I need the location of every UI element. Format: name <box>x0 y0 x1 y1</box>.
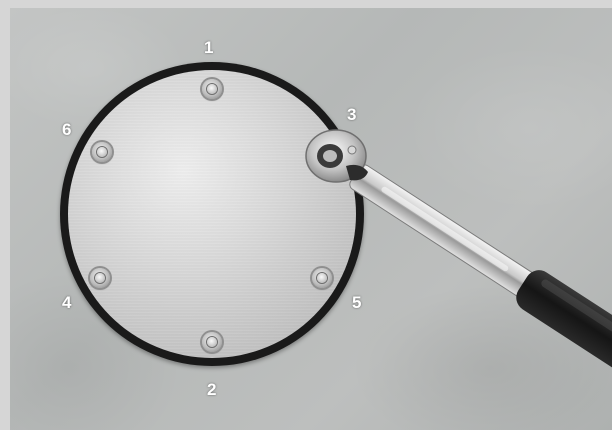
sequence-label-4: 4 <box>62 294 71 311</box>
sequence-label-1: 1 <box>204 39 213 56</box>
sequence-label-2: 2 <box>207 381 216 398</box>
ratchet-wrench-icon <box>10 8 612 430</box>
concrete-wall: 1 2 3 4 5 6 <box>10 8 612 430</box>
sequence-label-6: 6 <box>62 121 71 138</box>
sequence-label-3: 3 <box>347 106 356 123</box>
sequence-label-5: 5 <box>352 294 361 311</box>
